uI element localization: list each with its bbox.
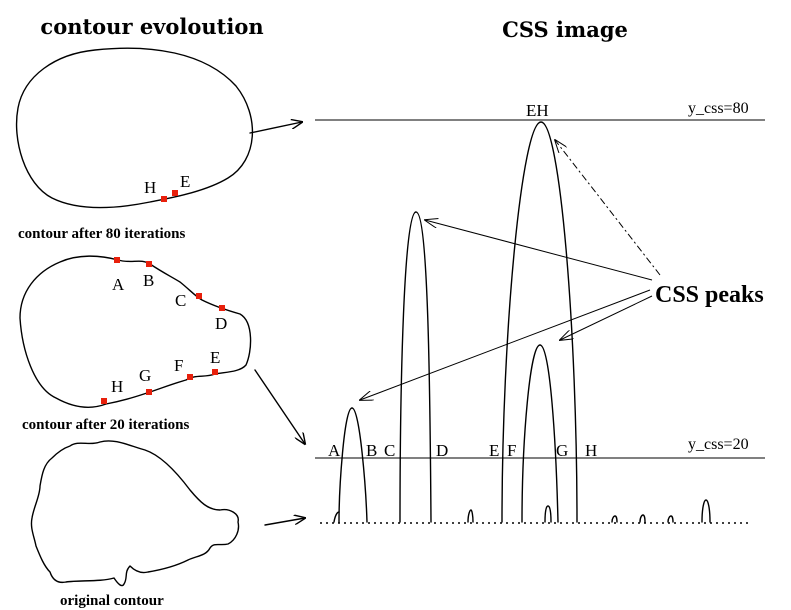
css-label-a: A: [328, 441, 341, 460]
contour-20-label-d: D: [215, 314, 227, 333]
css-label-h: H: [585, 441, 597, 460]
css-label-b: B: [366, 441, 377, 460]
css-noise-peak: [639, 514, 646, 523]
peak-eh-label: EH: [526, 101, 549, 120]
arrow-original-to-baseline: [264, 518, 305, 526]
contour-80-label-h: H: [144, 178, 156, 197]
contour-80: H E contour after 80 iterations: [15, 47, 254, 242]
css-peak-cd: [399, 211, 432, 523]
css-noise-peak: [467, 509, 474, 523]
css-peak-fg: [521, 344, 559, 523]
css-noise-peak: [544, 505, 552, 523]
css-label-c: C: [384, 441, 395, 460]
css-label-f: F: [507, 441, 516, 460]
css-peak-ab: [338, 407, 368, 523]
contour-20-label-g: G: [139, 366, 151, 385]
point-h: [101, 398, 107, 404]
point-f: [187, 374, 193, 380]
right-title: CSS image: [502, 17, 628, 42]
contour-20-label-h: H: [111, 377, 123, 396]
point-h: [161, 196, 167, 202]
contour-80-caption: contour after 80 iterations: [18, 226, 185, 242]
contour-20-label-e: E: [210, 348, 220, 367]
arrow-contour20-to-level20: [254, 369, 305, 444]
contour-20-label-f: F: [174, 356, 183, 375]
point-e: [172, 190, 178, 196]
contour-80-shape: [15, 47, 254, 209]
css-noise-peak: [701, 499, 711, 523]
point-a: [114, 257, 120, 263]
css-noise-peak: [611, 515, 618, 523]
contour-20: A B C D H G F E contour after 20 iterati…: [19, 255, 252, 433]
contour-20-label-b: B: [143, 271, 154, 290]
css-noise-peak: [667, 515, 674, 523]
css-image: y_css=80 y_css=20 EH A B C D E F G H CSS…: [315, 100, 765, 524]
contour-80-label-e: E: [180, 172, 190, 191]
css-noise-peak: [333, 511, 340, 523]
css-label-g: G: [556, 441, 568, 460]
point-g: [146, 389, 152, 395]
pointer-to-peak-fg: [560, 295, 653, 340]
css-peak-eh: [501, 121, 578, 523]
contour-20-caption: contour after 20 iterations: [22, 417, 189, 433]
point-c: [196, 293, 202, 299]
contour-20-shape: [19, 255, 252, 409]
left-title: contour evoloution: [40, 14, 263, 39]
css-label-e: E: [489, 441, 499, 460]
original-contour-caption: original contour: [60, 593, 164, 609]
pointer-to-peak-ab: [360, 289, 651, 400]
contour-20-label-a: A: [112, 275, 125, 294]
point-e: [212, 369, 218, 375]
contour-original: original contour: [30, 440, 240, 609]
point-d: [219, 305, 225, 311]
level-80-label: y_css=80: [688, 100, 749, 117]
level-20-label: y_css=20: [688, 436, 749, 453]
point-b: [146, 261, 152, 267]
original-contour-shape: [30, 440, 240, 587]
css-label-d: D: [436, 441, 448, 460]
css-peaks-label: CSS peaks: [655, 282, 764, 308]
pointer-to-peak-cd: [425, 220, 653, 281]
contour-20-label-c: C: [175, 291, 186, 310]
pointer-to-peak-eh: [555, 140, 661, 276]
arrow-contour80-to-level80: [249, 122, 302, 134]
